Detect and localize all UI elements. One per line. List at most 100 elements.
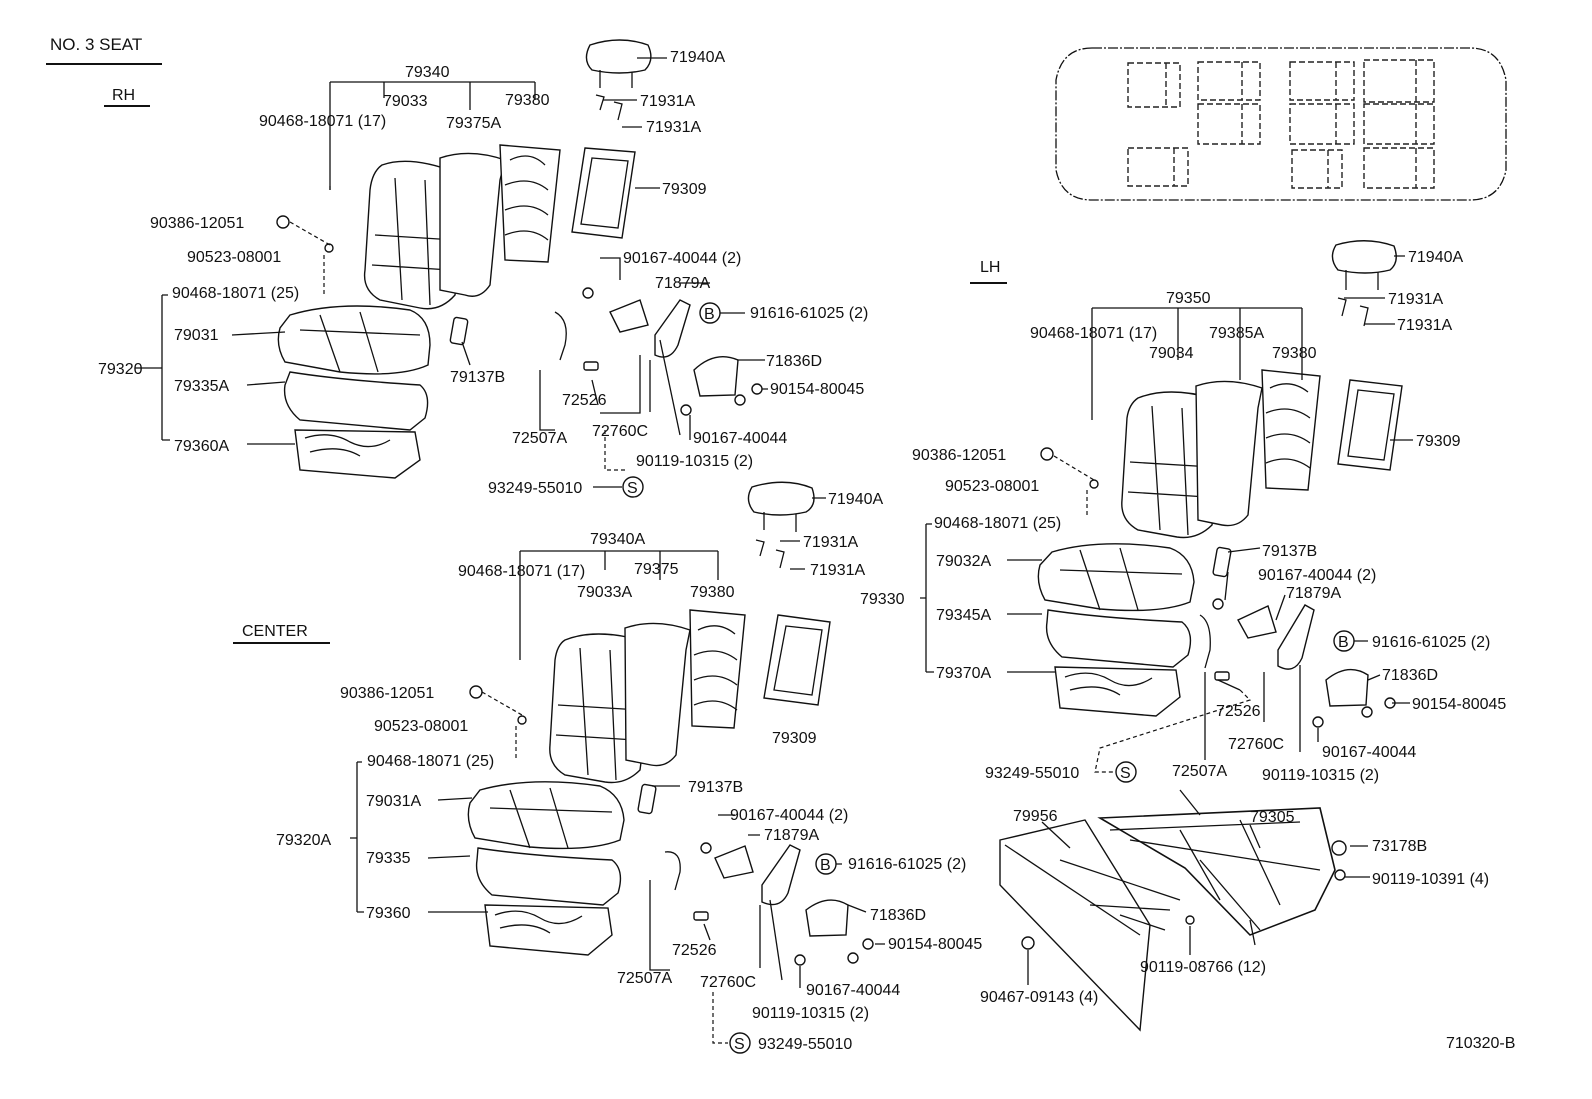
label-79309: 79309 <box>1416 433 1461 450</box>
label-79330: 79330 <box>860 591 905 608</box>
vehicle-seat-layout <box>1055 47 1507 201</box>
label-93249: 93249-55010 <box>758 1036 852 1053</box>
label-91616: 91616-61025 (2) <box>750 305 868 322</box>
diagram-title: NO. 3 SEAT <box>50 35 142 54</box>
label-79340: 79340 <box>405 64 450 81</box>
label-79340A: 79340A <box>590 531 645 548</box>
label-90468-25: 90468-18071 (25) <box>934 515 1061 532</box>
label-90167-b: 90167-40044 <box>806 982 900 999</box>
label-79350: 79350 <box>1166 290 1211 307</box>
rh-seat-group: S B 79340 79033 79380 79375A 90468-18071… <box>98 39 868 498</box>
label-90523: 90523-08001 <box>374 718 468 735</box>
label-79380: 79380 <box>505 92 550 109</box>
label-72526: 72526 <box>1216 703 1261 720</box>
label-90167-b: 90167-40044 <box>693 430 787 447</box>
label-79380: 79380 <box>1272 345 1317 362</box>
label-90386: 90386-12051 <box>340 685 434 702</box>
label-79360A: 79360A <box>174 438 229 455</box>
label-90119: 90119-10315 (2) <box>1262 767 1379 784</box>
label-91616: 91616-61025 (2) <box>848 856 966 873</box>
label-93249: 93249-55010 <box>985 765 1079 782</box>
label-79956: 79956 <box>1013 808 1058 825</box>
label-71931A-2: 71931A <box>810 562 865 579</box>
label-79320A: 79320A <box>276 832 331 849</box>
label-90467: 90467-09143 (4) <box>980 989 1098 1006</box>
label-90167-a: 90167-40044 (2) <box>730 807 848 824</box>
label-79033A: 79033A <box>577 584 632 601</box>
label-72526: 72526 <box>672 942 717 959</box>
label-71836D: 71836D <box>870 907 926 924</box>
label-72507A: 72507A <box>1172 763 1227 780</box>
label-72526: 72526 <box>562 392 607 409</box>
label-79309: 79309 <box>772 730 817 747</box>
label-79335: 79335 <box>366 850 411 867</box>
label-90386: 90386-12051 <box>912 447 1006 464</box>
label-79380: 79380 <box>690 584 735 601</box>
lh-seat-group: LH S B <box>860 240 1506 784</box>
label-90154: 90154-80045 <box>770 381 864 398</box>
label-79385A: 79385A <box>1209 325 1264 342</box>
center-seat-group: CENTER S B <box>233 481 982 1054</box>
section-label-lh: LH <box>980 259 1000 276</box>
label-72760C: 72760C <box>592 423 648 440</box>
label-72760C: 72760C <box>1228 736 1284 753</box>
label-79137B: 79137B <box>688 779 743 796</box>
label-90523: 90523-08001 <box>945 478 1039 495</box>
label-71931A-1: 71931A <box>640 93 695 110</box>
marker-b-rh: B <box>704 306 715 323</box>
label-79375: 79375 <box>634 561 679 578</box>
label-79309: 79309 <box>662 181 707 198</box>
frame-assembly-group: 79956 79305 73178B 90119-10391 (4) 90119… <box>980 789 1489 1032</box>
label-79335A: 79335A <box>174 378 229 395</box>
label-79137B: 79137B <box>1262 543 1317 560</box>
label-79305: 79305 <box>1250 809 1295 826</box>
label-79360: 79360 <box>366 905 411 922</box>
label-71931A-2: 71931A <box>1397 317 1452 334</box>
label-71931A-2: 71931A <box>646 119 701 136</box>
label-71940A: 71940A <box>670 49 725 66</box>
label-71940A: 71940A <box>1408 249 1463 266</box>
label-73178B: 73178B <box>1372 838 1427 855</box>
marker-s-lh: S <box>1120 765 1131 782</box>
label-91616: 91616-61025 (2) <box>1372 634 1490 651</box>
label-79033: 79033 <box>383 93 428 110</box>
label-72760C: 72760C <box>700 974 756 991</box>
section-label-center: CENTER <box>242 623 308 640</box>
label-71931A-1: 71931A <box>1388 291 1443 308</box>
label-90523: 90523-08001 <box>187 249 281 266</box>
label-72507A: 72507A <box>617 970 672 987</box>
marker-s-rh: S <box>627 480 638 497</box>
marker-b-center: B <box>820 857 831 874</box>
label-90119-08766: 90119-08766 (12) <box>1140 959 1266 976</box>
label-79320: 79320 <box>98 361 143 378</box>
label-79031A: 79031A <box>366 793 421 810</box>
label-79032A: 79032A <box>936 553 991 570</box>
label-79345A: 79345A <box>936 607 991 624</box>
label-90119: 90119-10315 (2) <box>636 453 753 470</box>
label-71879A: 71879A <box>764 827 819 844</box>
label-72507A: 72507A <box>512 430 567 447</box>
label-79375A: 79375A <box>446 115 501 132</box>
label-90167-b: 90167-40044 <box>1322 744 1416 761</box>
diagram-code: 710320-B <box>1446 1035 1515 1052</box>
label-71879A: 71879A <box>655 275 710 292</box>
label-79031: 79031 <box>174 327 219 344</box>
section-label-rh: RH <box>112 87 135 104</box>
label-71940A: 71940A <box>828 491 883 508</box>
label-90468-25: 90468-18071 (25) <box>172 285 299 302</box>
label-71931A-1: 71931A <box>803 534 858 551</box>
label-90468-17: 90468-18071 (17) <box>259 113 386 130</box>
label-90468-25: 90468-18071 (25) <box>367 753 494 770</box>
marker-b-lh: B <box>1338 634 1349 651</box>
label-71836D: 71836D <box>766 353 822 370</box>
label-79370A: 79370A <box>936 665 991 682</box>
marker-s-center: S <box>734 1036 745 1053</box>
label-79137B: 79137B <box>450 369 505 386</box>
label-90167-a: 90167-40044 (2) <box>1258 567 1376 584</box>
label-90468-17: 90468-18071 (17) <box>1030 325 1157 342</box>
label-79034: 79034 <box>1149 345 1194 362</box>
label-93249: 93249-55010 <box>488 480 582 497</box>
label-71879A: 71879A <box>1286 585 1341 602</box>
label-90119: 90119-10315 (2) <box>752 1005 869 1022</box>
